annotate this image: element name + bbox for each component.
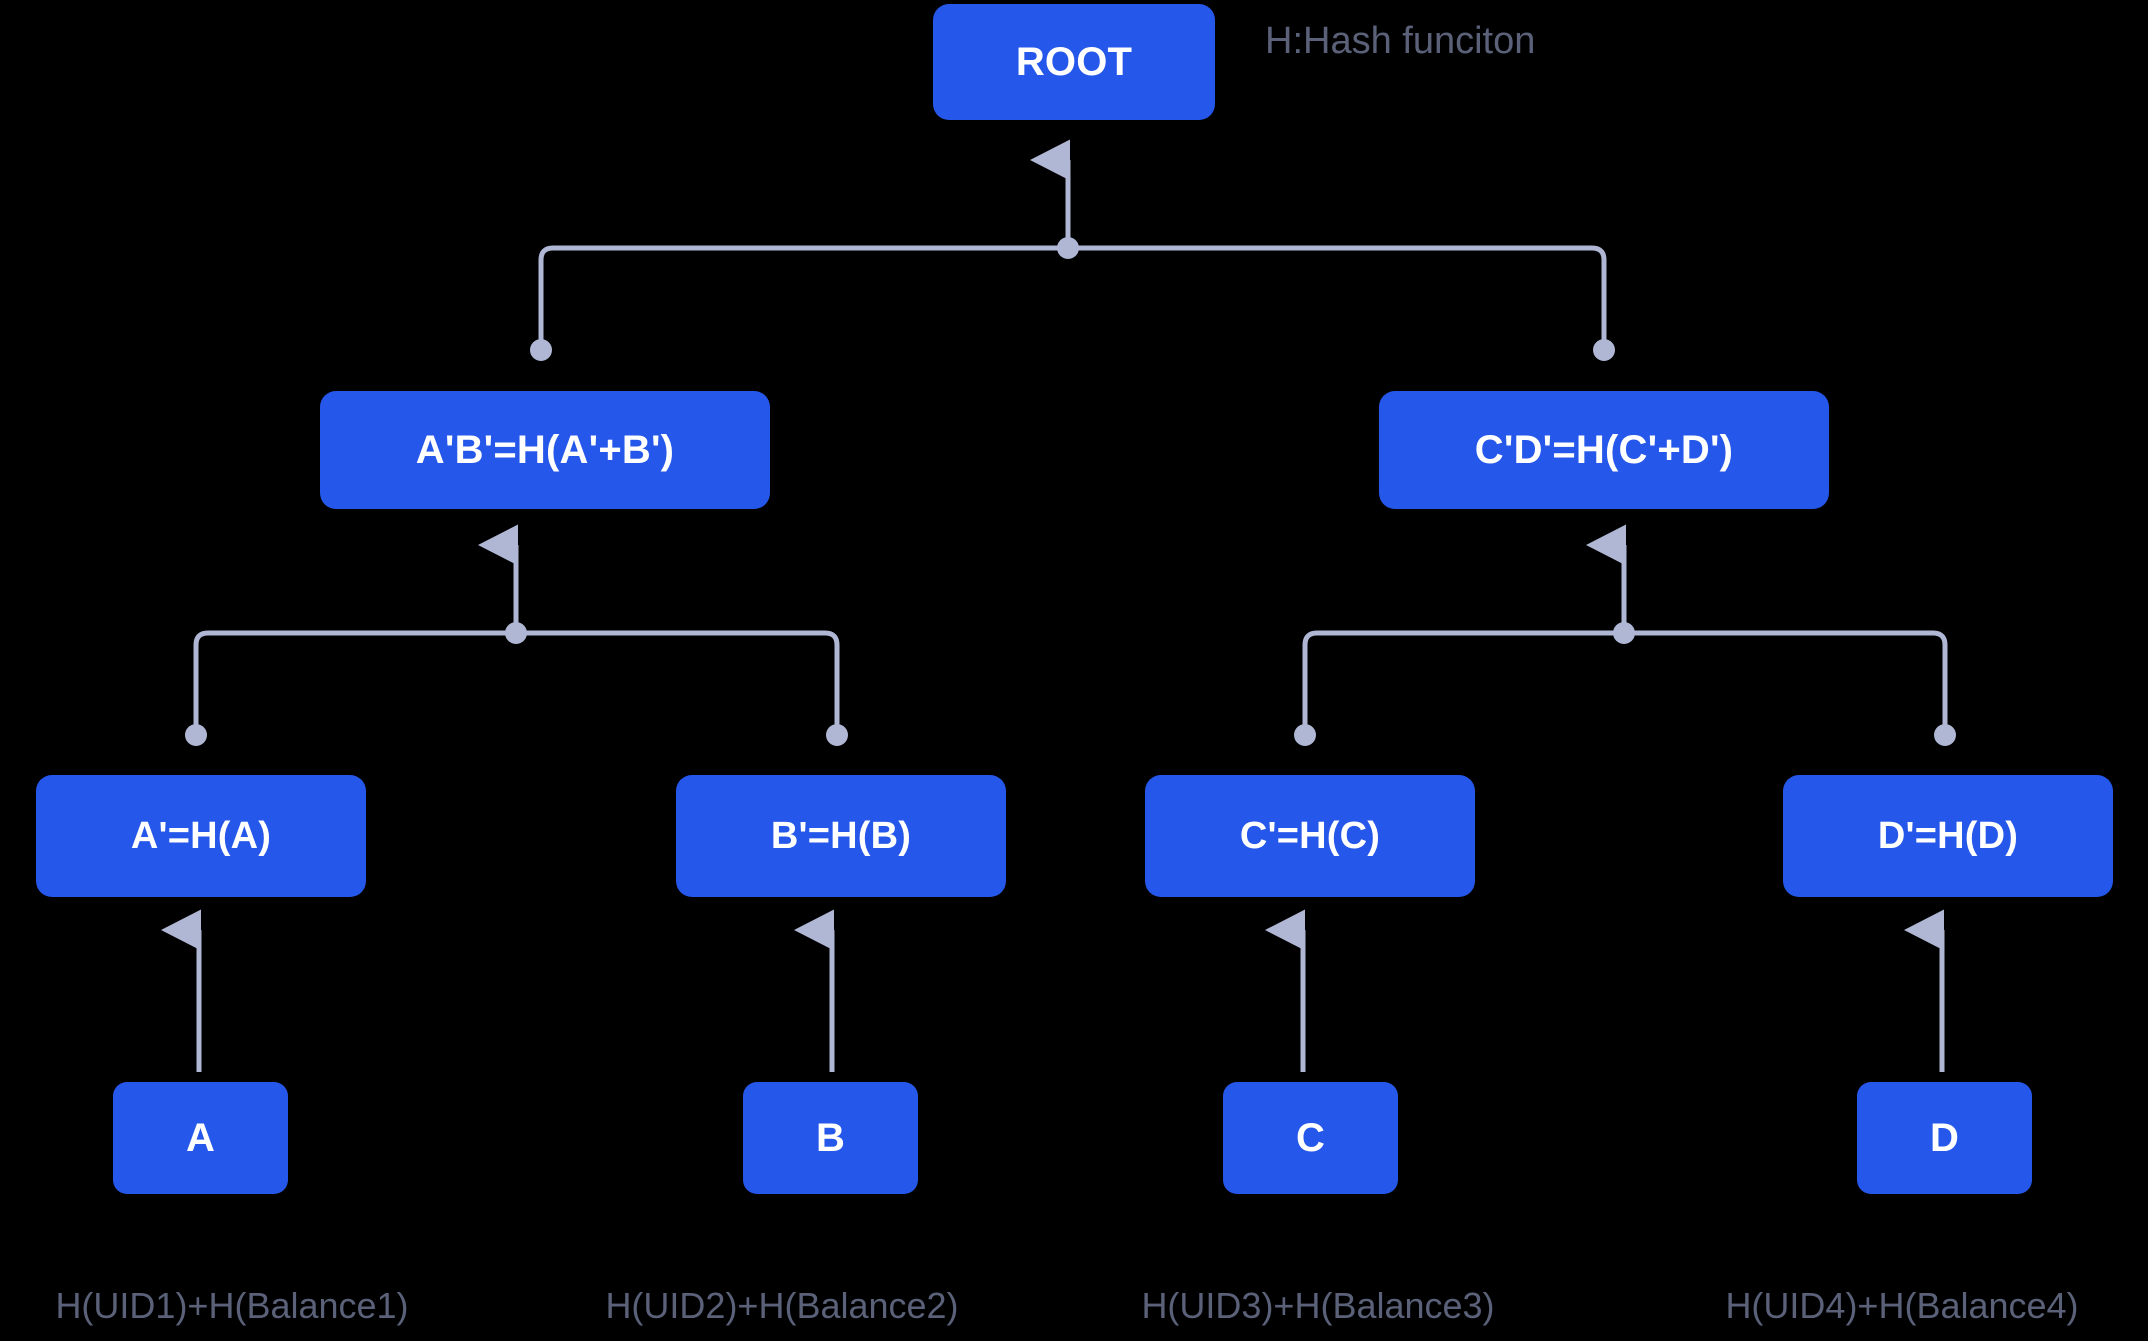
node-cd-hash[interactable]: C'D'=H(C'+D') bbox=[1379, 391, 1829, 509]
connector-l2left-bus bbox=[193, 630, 510, 735]
node-root[interactable]: ROOT bbox=[933, 4, 1215, 120]
junction-dot-l2-right bbox=[1613, 622, 1635, 644]
connector-l2left-bus-right bbox=[522, 630, 840, 735]
endpoint-dot-l2-right bbox=[1593, 339, 1615, 361]
node-c-hash[interactable]: C'=H(C) bbox=[1145, 775, 1475, 897]
node-b-hash[interactable]: B'=H(B) bbox=[676, 775, 1006, 897]
connector-root-bus bbox=[538, 245, 1062, 350]
caption-leaf-c: H(UID3)+H(Balance3) bbox=[1141, 1285, 1495, 1326]
node-leaf-d[interactable]: D bbox=[1857, 1082, 2032, 1194]
endpoint-dot-l3-a bbox=[185, 724, 207, 746]
node-leaf-b[interactable]: B bbox=[743, 1082, 918, 1194]
junction-dot-l2-left bbox=[505, 622, 527, 644]
endpoint-dot-l3-d bbox=[1934, 724, 1956, 746]
caption-leaf-b: H(UID2)+H(Balance2) bbox=[605, 1285, 959, 1326]
node-d-hash[interactable]: D'=H(D) bbox=[1783, 775, 2113, 897]
endpoint-dot-l3-c bbox=[1294, 724, 1316, 746]
endpoint-dot-l2-left bbox=[530, 339, 552, 361]
caption-leaf-d: H(UID4)+H(Balance4) bbox=[1725, 1285, 2079, 1326]
node-ab-hash[interactable]: A'B'=H(A'+B') bbox=[320, 391, 770, 509]
node-leaf-a[interactable]: A bbox=[113, 1082, 288, 1194]
connector-root-bus-right bbox=[1074, 245, 1607, 350]
node-leaf-c[interactable]: C bbox=[1223, 1082, 1398, 1194]
node-a-hash[interactable]: A'=H(A) bbox=[36, 775, 366, 897]
junction-dot-root bbox=[1057, 237, 1079, 259]
legend-hash-function: H:Hash funciton bbox=[1265, 20, 1536, 62]
caption-leaf-a: H(UID1)+H(Balance1) bbox=[55, 1285, 409, 1326]
endpoint-dot-l3-b bbox=[826, 724, 848, 746]
connector-l2right-bus-right bbox=[1630, 630, 1948, 735]
connector-l2right-bus bbox=[1302, 630, 1618, 735]
